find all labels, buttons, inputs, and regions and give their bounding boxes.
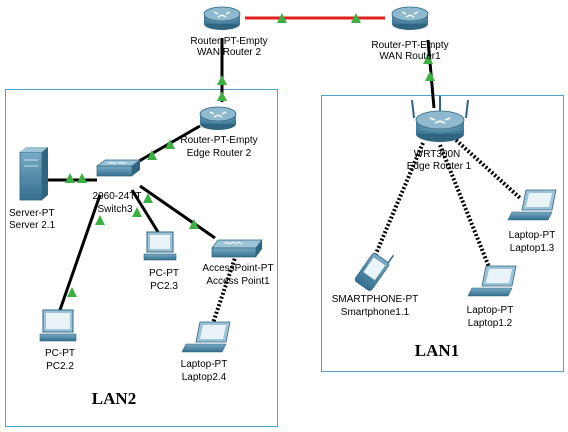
edge-router-2-name-label: Edge Router 2	[187, 148, 252, 159]
status-up-triangle	[67, 287, 77, 297]
status-up-triangle	[132, 207, 142, 217]
access-point-name-label: Access Point1	[206, 276, 270, 287]
pc-2-2-name-label: PC2.2	[46, 361, 74, 372]
wan-router-1-type-label: Router-PT-Empty	[371, 40, 448, 51]
status-up-triangle	[351, 13, 361, 23]
status-up-triangle	[189, 219, 199, 229]
laptop-1-3-name-label: Laptop1.3	[510, 243, 555, 254]
edge-router-1-type-label: WRT300N	[414, 149, 461, 160]
status-up-triangle	[423, 54, 433, 64]
edge-router-1-name-label: Edge Router 1	[407, 161, 472, 172]
smartphone-name-label: Smartphone1.1	[341, 307, 410, 318]
status-up-triangle	[77, 173, 87, 183]
lan2-area-frame	[5, 89, 278, 427]
server-2-1[interactable]	[19, 147, 48, 201]
laptop-1-2-type-label: Laptop-PT	[467, 305, 514, 316]
server-type-label: Server-PT	[9, 208, 55, 219]
status-up-triangle	[277, 13, 287, 23]
lan2-label: LAN2	[92, 389, 136, 408]
laptop-1-2-name-label: Laptop1.2	[468, 318, 513, 329]
wan-router-2-name-label: WAN Router 2	[197, 47, 262, 58]
switch3-type-label: 2960-24TT	[93, 191, 142, 202]
edge-router-2-type-label: Router-PT-Empty	[180, 135, 257, 146]
lan1-label: LAN1	[415, 341, 459, 360]
status-up-triangle	[217, 75, 227, 85]
access-point-icon	[211, 239, 263, 249]
status-up-triangle	[143, 193, 153, 203]
status-up-triangle	[217, 91, 227, 101]
edge-router-2[interactable]	[199, 106, 237, 130]
smartphone-1-1[interactable]	[354, 245, 395, 292]
laptop-2-4-type-label: Laptop-PT	[181, 359, 228, 370]
laptop-2-4[interactable]	[181, 321, 231, 353]
server-name-label: Server 2.1	[9, 220, 56, 231]
link-switch3-ap1[interactable]	[139, 184, 216, 240]
link-status-indicators	[65, 13, 435, 297]
edge-router-1[interactable]	[411, 96, 469, 142]
laptop-1-3[interactable]	[507, 189, 557, 221]
pc-2-3[interactable]	[143, 231, 177, 261]
status-up-triangle	[65, 173, 75, 183]
pc-2-2-type-label: PC-PT	[45, 348, 75, 359]
laptop-1-3-type-label: Laptop-PT	[509, 230, 556, 241]
wan-router-1-name-label: WAN Router1	[379, 51, 441, 62]
pc-2-3-type-label: PC-PT	[149, 268, 179, 279]
status-up-triangle	[95, 215, 105, 225]
wan-router-2[interactable]	[203, 6, 241, 30]
wireless-ap1-laptop24[interactable]	[210, 254, 238, 327]
switch3[interactable]	[95, 159, 142, 177]
wireless-edge1-smartphone[interactable]	[370, 142, 425, 264]
access-point-type-label: AccessPoint-PT	[202, 263, 273, 274]
lan1-area-frame	[321, 95, 564, 372]
pc-2-3-name-label: PC2.3	[150, 281, 178, 292]
status-up-triangle	[165, 139, 175, 149]
laptop-2-4-name-label: Laptop2.4	[182, 372, 227, 383]
pc-2-2[interactable]	[39, 309, 77, 342]
laptop-1-2[interactable]	[467, 265, 517, 297]
status-up-triangle	[147, 150, 157, 160]
access-point-1[interactable]	[211, 239, 263, 258]
wan-router-1[interactable]	[391, 6, 429, 30]
link-switch3-pc23[interactable]	[130, 189, 160, 233]
switch3-name-label: Switch3	[97, 204, 132, 215]
status-up-triangle	[425, 71, 435, 81]
wan-router-2-type-label: Router-PT-Empty	[190, 36, 267, 47]
smartphone-type-label: SMARTPHONE-PT	[332, 294, 419, 305]
link-switch3-pc22[interactable]	[58, 194, 102, 311]
wireless-edge1-laptop12[interactable]	[438, 144, 493, 273]
server-icon	[19, 151, 43, 201]
device-labels: Router-PT-Empty WAN Router 2 Router-PT-E…	[9, 36, 555, 383]
wireless-router-icon	[411, 99, 415, 119]
